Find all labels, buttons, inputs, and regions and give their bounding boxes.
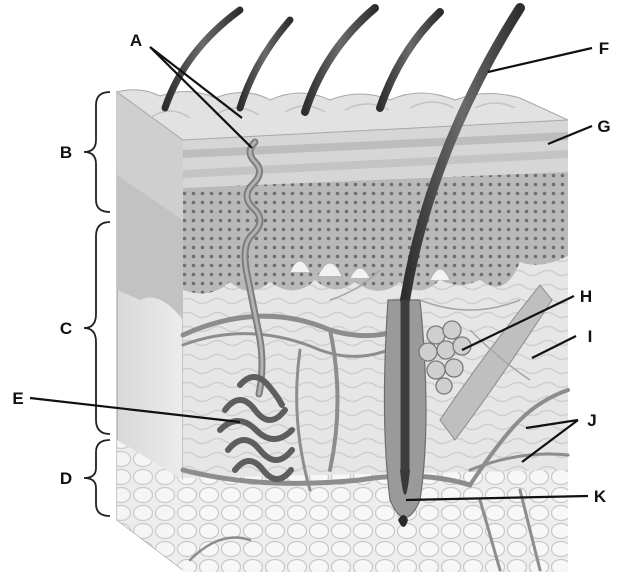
label-h: H [580, 287, 592, 306]
block-side-face [117, 92, 183, 570]
label-a: A [130, 31, 142, 50]
label-b: B [60, 143, 72, 162]
label-f: F [599, 39, 609, 58]
brace-b [84, 92, 110, 212]
label-k: K [594, 487, 607, 506]
label-c: C [60, 319, 72, 338]
label-j: J [587, 411, 596, 430]
brace-c [84, 222, 110, 434]
label-g: G [597, 117, 610, 136]
label-e: E [12, 389, 23, 408]
label-i: I [588, 327, 593, 346]
brace-d [84, 440, 110, 516]
hypodermis-layer [183, 470, 568, 572]
label-d: D [60, 469, 72, 488]
leader-f [488, 48, 592, 72]
epidermis-layer [183, 120, 568, 294]
